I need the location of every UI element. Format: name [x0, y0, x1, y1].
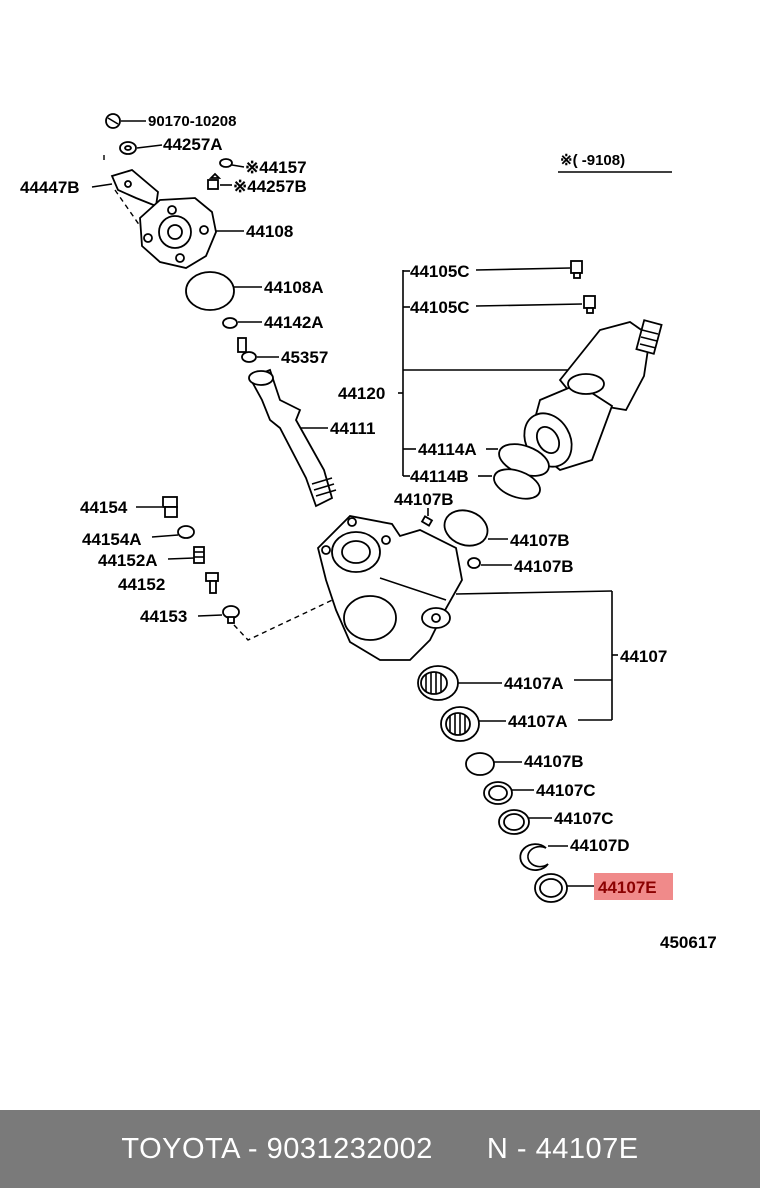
oring-44107b-part-2: [467, 557, 481, 569]
footer-bar: TOYOTA - 9031232002 N - 44107E: [0, 1110, 760, 1188]
highlight-box: [594, 873, 673, 900]
part-label-44107c-2[interactable]: 44107C: [554, 809, 614, 828]
part-label-44108a[interactable]: 44108A: [264, 278, 324, 297]
ring-44114b-part: [493, 468, 541, 500]
snap-ring-44107d-part: [519, 843, 549, 871]
leader-line: [231, 164, 245, 168]
part-label-44114b[interactable]: 44114B: [410, 467, 469, 486]
leader-line: [167, 557, 195, 560]
nut-44157-part: [219, 158, 233, 168]
seal-44142a-part: [222, 317, 238, 329]
part-label-44107b-small[interactable]: 44107B: [514, 557, 574, 576]
diagram-code: 450617: [660, 933, 717, 952]
part-label-44111[interactable]: 44111: [330, 419, 375, 438]
plug-44105c-part-1: [570, 260, 583, 279]
part-label-44107b-top[interactable]: 44107B: [394, 490, 454, 509]
part-label-45357[interactable]: 45357: [281, 348, 328, 367]
part-label-44108[interactable]: 44108: [246, 222, 293, 241]
part-label-44107a-2[interactable]: 44107A: [508, 712, 568, 731]
oring-44107b-part: [443, 509, 489, 547]
screw-44257b-part: [207, 172, 222, 190]
shaft-44111-part: [248, 368, 337, 508]
bolt-44152-part: [205, 572, 219, 594]
leader-line: [91, 183, 113, 188]
bearing-44107a-part-2: [440, 706, 480, 742]
part-label-44107d[interactable]: 44107D: [570, 836, 630, 855]
part-label-44257b[interactable]: ※44257B: [233, 177, 307, 196]
part-label-44107c-1[interactable]: 44107C: [536, 781, 596, 800]
part-label-44105c-2[interactable]: 44105C: [410, 298, 470, 317]
part-label-44107b-ring[interactable]: 44107B: [510, 531, 570, 550]
leader-line: [455, 590, 613, 595]
leader-line: [151, 534, 179, 538]
footer-ref-code: N - 44107E: [486, 1132, 639, 1165]
leader-line: [475, 267, 571, 271]
part-label-44114a[interactable]: 44114A: [418, 440, 477, 459]
oring-44108a-part: [185, 271, 235, 311]
leader-line: [475, 303, 583, 307]
washer-44257a-part: [119, 141, 137, 155]
nut-44153-part: [222, 605, 240, 624]
ring-44107c-part-2: [498, 809, 530, 835]
plug-44105c-part-2: [583, 295, 596, 314]
part-label-44152a[interactable]: 44152A: [98, 551, 158, 570]
part-label-44154a[interactable]: 44154A: [82, 530, 142, 549]
part-label-44257a[interactable]: 44257A: [163, 135, 223, 154]
bracket-44447b-part: [110, 168, 159, 208]
date-note: ※( -9108): [560, 152, 625, 169]
part-label-44157[interactable]: ※44157: [245, 158, 307, 177]
dashed-line: [233, 567, 401, 641]
cover-44108-part: [139, 197, 217, 269]
part-label-44105c-1[interactable]: 44105C: [410, 262, 470, 281]
part-label-44107e[interactable]: 44107E: [598, 878, 657, 897]
seal-44107b-part-small: [420, 515, 434, 527]
part-label-44447b[interactable]: 44447B: [20, 178, 80, 197]
gear-housing-44107-part: [317, 515, 463, 661]
ring-44107c-part-1: [483, 781, 513, 805]
leader-line: [197, 614, 223, 617]
oring-44154a-part: [177, 525, 195, 539]
part-label-44107b-low[interactable]: 44107B: [524, 752, 584, 771]
ring-44107b-part-low: [465, 752, 495, 776]
part-label-44153[interactable]: 44153: [140, 607, 187, 626]
nut-45357-part: [237, 337, 257, 363]
part-label-44107a-1[interactable]: 44107A: [504, 674, 564, 693]
bearing-44107a-part-1: [417, 665, 459, 701]
leader-line: [136, 144, 163, 149]
part-label-90170-10208[interactable]: 90170-10208: [148, 113, 236, 130]
part-label-44154[interactable]: 44154: [80, 498, 128, 517]
bolt-90170-part: [105, 113, 121, 129]
part-label-44107[interactable]: 44107: [620, 647, 667, 666]
footer-part-number: TOYOTA - 9031232002: [121, 1132, 433, 1165]
screw-44152a-part: [193, 546, 205, 564]
parts-diagram: ※( -9108) 90170-10208 44257A ※44157 ※442…: [20, 113, 717, 952]
part-label-44142a[interactable]: 44142A: [264, 313, 324, 332]
part-label-44152[interactable]: 44152: [118, 575, 165, 594]
plug-44154-part: [162, 496, 178, 518]
seal-44107e-part: [534, 873, 568, 903]
part-label-44120[interactable]: 44120: [338, 384, 385, 403]
